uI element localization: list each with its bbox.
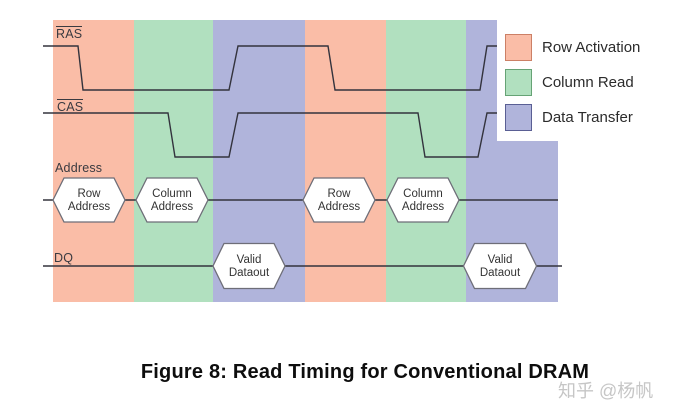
legend-swatch-data-transfer [505, 103, 532, 131]
legend-item-data-transfer: Data Transfer [505, 103, 691, 131]
phase-band-column-read [386, 20, 466, 302]
legend-label: Column Read [542, 73, 634, 91]
legend-item-column-read: Column Read [505, 68, 691, 96]
waveform-cas [43, 112, 497, 158]
legend-label: Row Activation [542, 38, 641, 56]
legend-swatch-row-activation [505, 33, 532, 61]
signal-label-address: Address [55, 161, 103, 175]
legend-item-row-activation: Row Activation [505, 33, 691, 61]
signal-label-cas: CAS [57, 99, 84, 114]
hexagon-row-address [52, 177, 126, 223]
signal-label-ras: RAS [56, 26, 83, 41]
hexagon-column-address [386, 177, 460, 223]
hexagon-row-address [302, 177, 376, 223]
hexagon-column-address [135, 177, 209, 223]
legend-swatch-column-read [505, 68, 532, 96]
phase-band-row-activation [53, 20, 134, 302]
signal-label-dq: DQ [54, 251, 74, 265]
watermark: 知乎 @杨帆 [558, 381, 654, 401]
phase-band-column-read [134, 20, 213, 302]
waveform-ras [43, 45, 497, 91]
hexagon-valid-dataout [462, 242, 538, 290]
figure-caption: Figure 8: Read Timing for Conventional D… [140, 361, 590, 383]
hexagon-valid-dataout [212, 242, 286, 290]
phase-band-row-activation [305, 20, 386, 302]
legend-label: Data Transfer [542, 108, 633, 126]
